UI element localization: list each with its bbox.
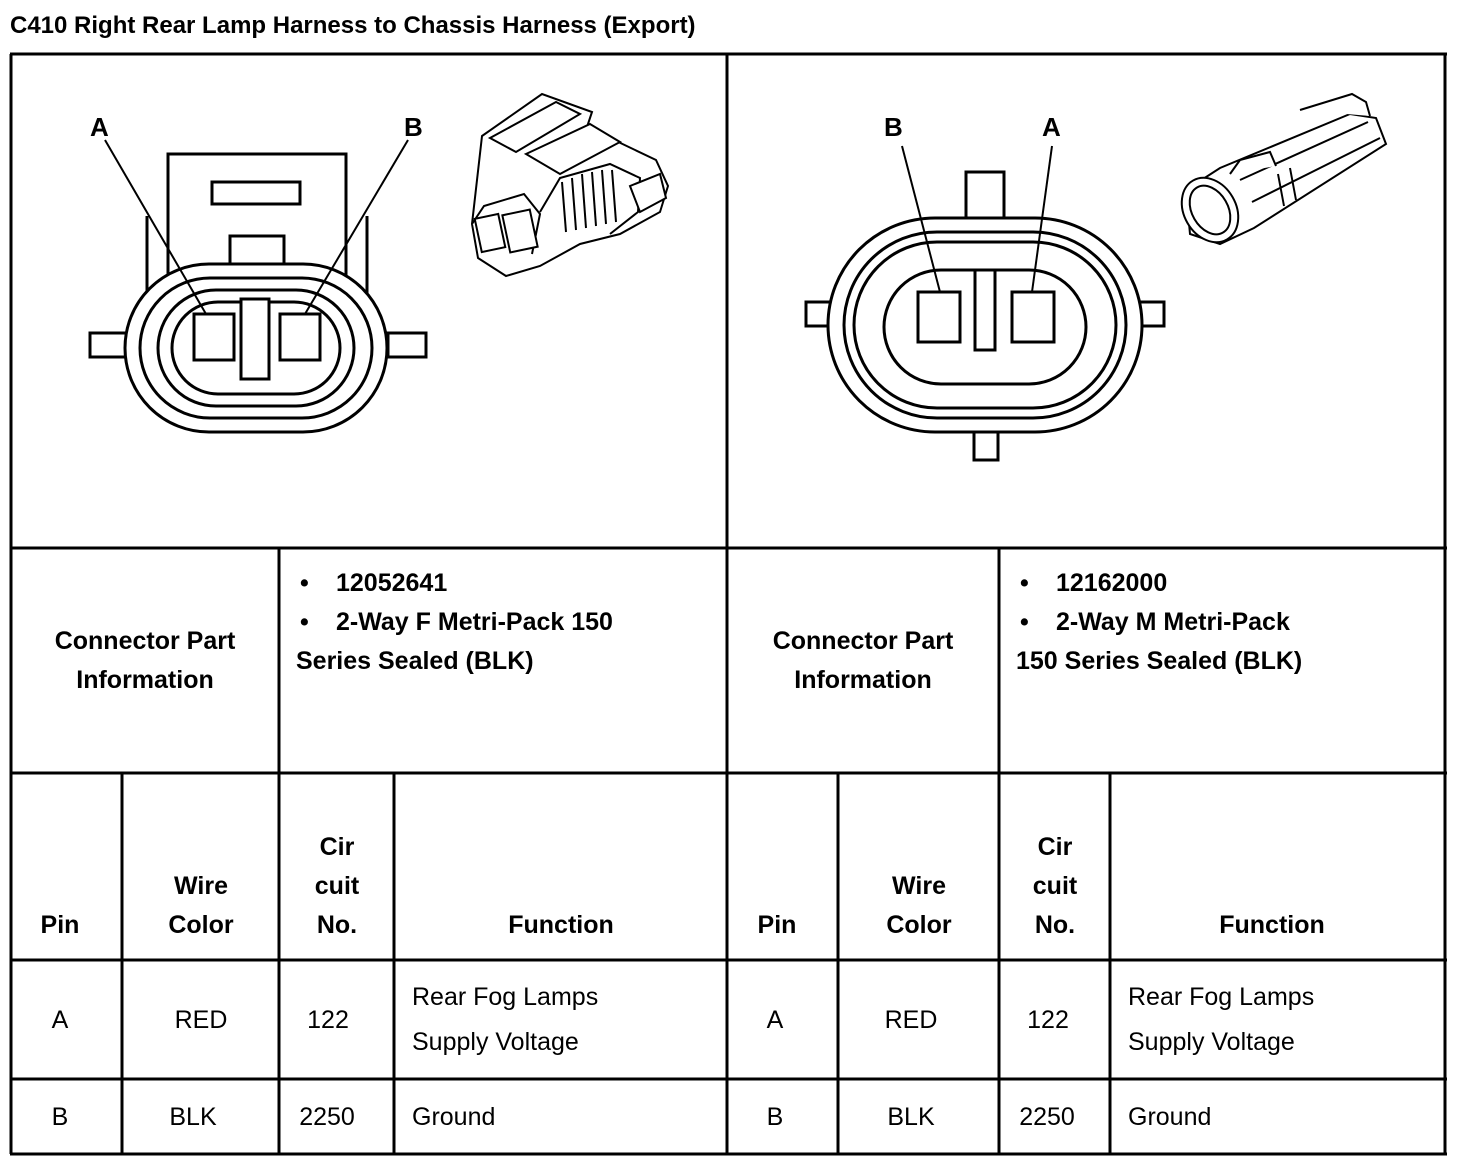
left-header-circuit-no: Cir cuit No. (314, 833, 360, 939)
left-pin-label-a: A (90, 112, 109, 142)
left-part-desc-line1: 2-Way F Metri-Pack 150 (336, 608, 613, 636)
table-row-left-a-circuit: 122 (307, 1005, 349, 1034)
table-row-right-a-function: Rear Fog Lamps Supply Voltage (1128, 983, 1315, 1056)
table-row-left-b-wire: BLK (169, 1102, 217, 1131)
bullet-icon: • (1020, 608, 1029, 636)
left-part-desc-line2: Series Sealed (BLK) (296, 647, 534, 675)
table-row-right-b-function: Ground (1128, 1102, 1212, 1131)
table-row-right-b-circuit: 2250 (1019, 1102, 1075, 1131)
left-connector-3d-icon (470, 92, 670, 278)
right-header-pin: Pin (757, 911, 797, 939)
right-part-desc-line1: 2-Way M Metri-Pack (1056, 608, 1290, 636)
table-row-left-b-pin: B (51, 1102, 69, 1131)
left-header-function: Function (508, 911, 614, 939)
right-part-desc-line2: 150 Series Sealed (BLK) (1016, 647, 1303, 675)
table-row-left-a-function: Rear Fog Lamps Supply Voltage (412, 983, 599, 1056)
right-header-function: Function (1219, 911, 1325, 939)
left-pin-label-b: B (404, 112, 423, 142)
table-row-left-b-circuit: 2250 (299, 1102, 355, 1131)
page-title: C410 Right Rear Lamp Harness to Chassis … (10, 12, 696, 39)
table-row-left-b-function: Ground (412, 1102, 496, 1131)
left-header-wire-color: Wire Color (168, 872, 234, 939)
bullet-icon: • (300, 569, 309, 597)
table-row-right-b-pin: B (766, 1102, 784, 1131)
table-row-right-a-pin: A (766, 1005, 784, 1034)
right-connector-info-label: Connector Part Information (772, 627, 954, 694)
left-part-number: 12052641 (336, 569, 448, 597)
right-connector-part-info: • 12162000 • 2-Way M Metri-Pack 150 Series… (1016, 564, 1444, 681)
bullet-icon: • (1020, 569, 1029, 597)
left-header-pin: Pin (40, 911, 80, 939)
right-connector-face-drawing: B A (804, 92, 1388, 462)
table-row-right-b-wire: BLK (887, 1102, 935, 1131)
left-connector-info-label: Connector Part Information (54, 627, 236, 694)
right-pin-label-a: A (1042, 112, 1061, 142)
table-row-right-a-wire: RED (884, 1005, 938, 1034)
right-pin-label-b: B (884, 112, 903, 142)
right-connector-3d-icon (1180, 92, 1388, 246)
table-row-left-a-pin: A (51, 1005, 69, 1034)
right-header-circuit-no: Cir cuit No. (1032, 833, 1078, 939)
table-row-left-a-wire: RED (174, 1005, 228, 1034)
bullet-icon: • (300, 608, 309, 636)
right-part-number: 12162000 (1056, 569, 1168, 597)
right-header-wire-color: Wire Color (886, 872, 952, 939)
table-row-right-a-circuit: 122 (1027, 1005, 1069, 1034)
left-connector-face-drawing: A B (88, 92, 670, 434)
left-connector-part-info: • 12052641 • 2-Way F Metri-Pack 150 Series… (296, 564, 724, 681)
